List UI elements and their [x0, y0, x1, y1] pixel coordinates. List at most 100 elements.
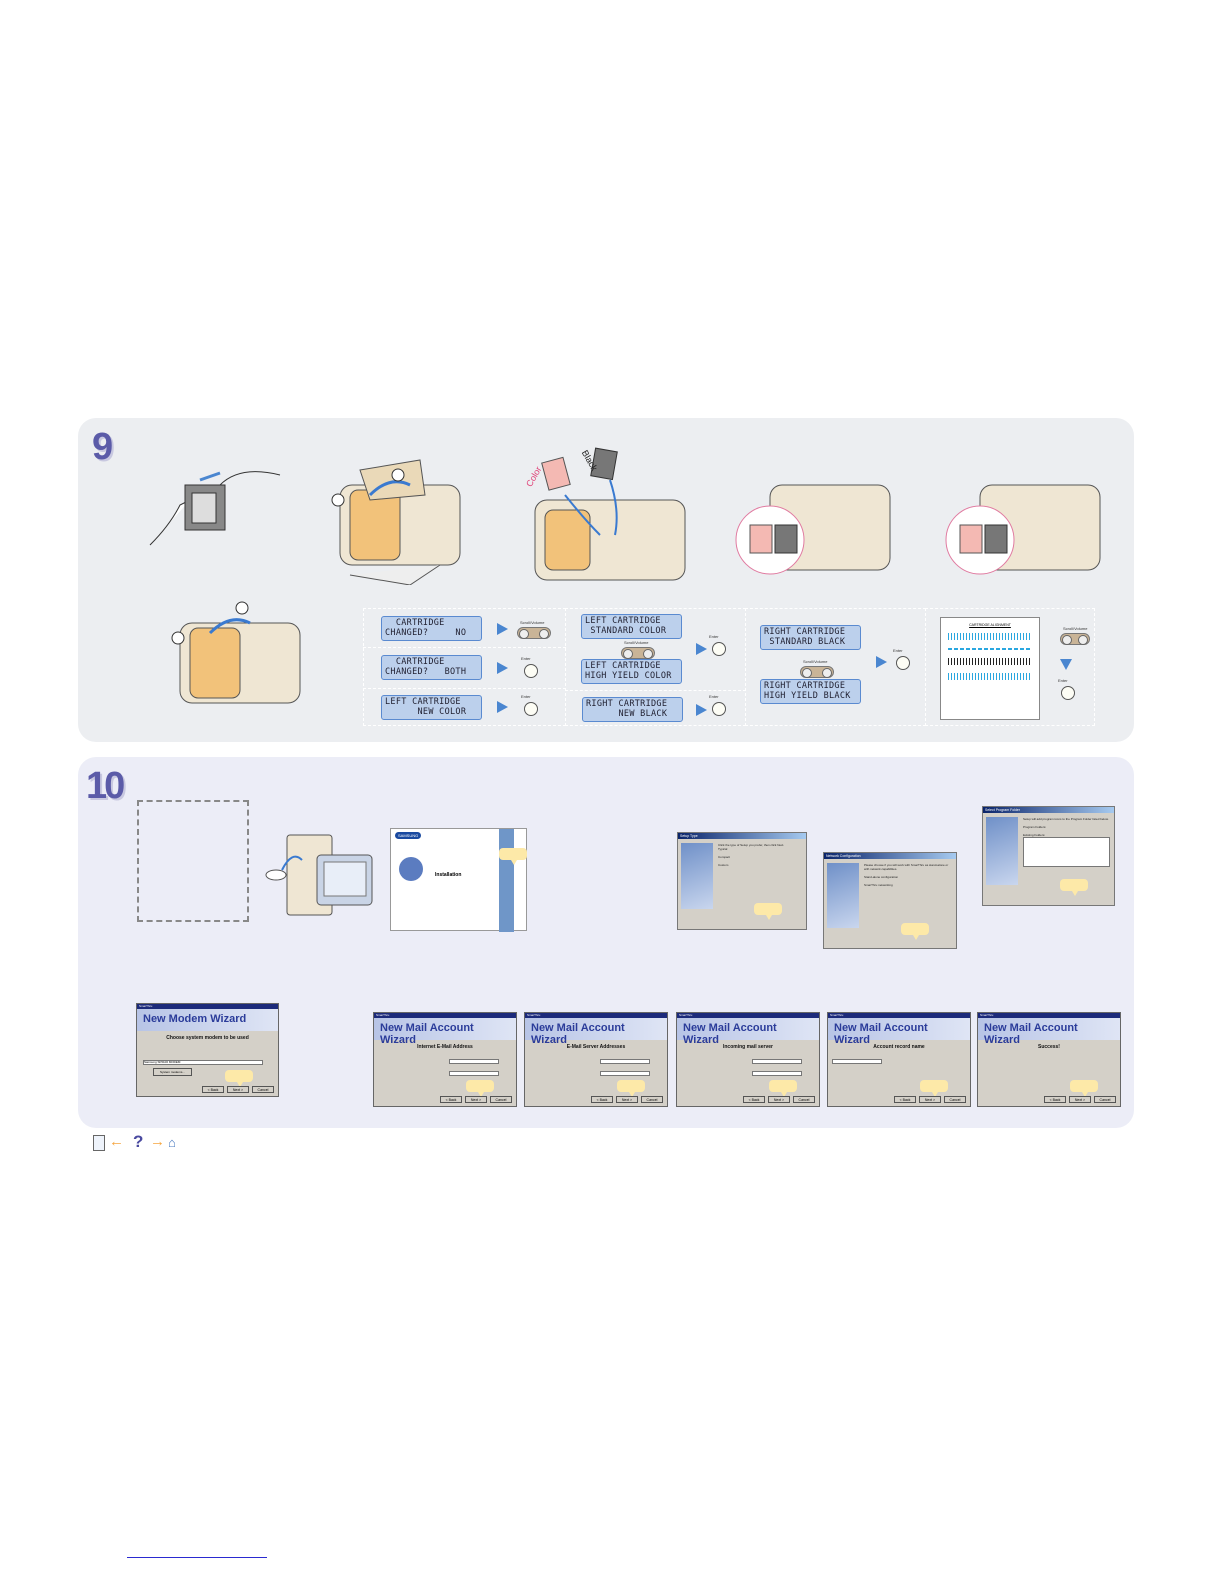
enter-button: Enter — [893, 648, 910, 670]
network-configuration-dialog: Network Configuration Please choose if y… — [823, 852, 957, 949]
new-mail-account-wizard-dialog: SmarThru New Mail Account Wizard Account… — [827, 1012, 971, 1107]
next-button: Next > — [1069, 1096, 1091, 1103]
back-button: < Back — [894, 1096, 916, 1103]
home-icon[interactable]: ⌂ — [168, 1135, 176, 1150]
next-callout — [769, 1080, 797, 1097]
text-field — [832, 1059, 882, 1064]
next-callout — [466, 1080, 494, 1097]
arrow-down-icon — [1060, 659, 1072, 670]
divider — [363, 647, 566, 648]
color-label: Color — [525, 465, 543, 489]
wizard-subtitle: Internet E-Mail Address — [417, 1044, 473, 1050]
wizard-subtitle: Incoming mail server — [722, 1044, 774, 1050]
alignment-sheet-title: CARTRIDGE ALIGNMENT — [969, 623, 1011, 627]
select-program-folder-dialog: Select Program Folder Setup will add pro… — [982, 806, 1115, 906]
enter-button: Enter — [709, 694, 726, 716]
cancel-button: Cancel — [793, 1096, 815, 1103]
window-title: SmarThru — [828, 1013, 970, 1018]
wizard-subtitle: E-Mail Server Addresses — [566, 1044, 626, 1050]
step-number: 10 — [86, 765, 125, 807]
enter-button: Enter — [521, 694, 538, 716]
next-callout — [225, 1070, 253, 1087]
installer-screen: SAMSUNG Installation — [390, 828, 527, 932]
wizard-subtitle: Account record name — [873, 1044, 925, 1050]
text-field — [600, 1059, 650, 1064]
arrow-right-icon — [876, 656, 887, 668]
next-callout — [1060, 879, 1088, 896]
scroll-volume-button: Scroll/Volume — [800, 659, 834, 678]
placeholder-box — [137, 800, 249, 922]
back-button: < Back — [440, 1096, 462, 1103]
printer-left-cartridge-illustration — [735, 484, 891, 575]
window-title: SmarThru — [677, 1013, 819, 1018]
setup-type-dialog: Setup Type Click the type of Setup you p… — [677, 832, 807, 930]
text-field — [600, 1071, 650, 1076]
arrow-right-icon — [497, 623, 508, 635]
arrow-left-icon[interactable]: ← — [109, 1133, 124, 1150]
back-button: < Back — [1044, 1096, 1066, 1103]
divider — [565, 690, 746, 691]
next-button: Next > — [465, 1096, 487, 1103]
next-callout — [1070, 1080, 1098, 1097]
installer-logo-icon — [399, 857, 423, 881]
divider — [363, 688, 566, 689]
printer-close-illustration — [171, 601, 301, 704]
wizard-title: New Mail Account Wizard — [677, 1018, 819, 1046]
arrow-right-icon — [696, 704, 707, 716]
next-callout — [754, 903, 782, 920]
step-box-alignment — [925, 608, 1095, 726]
click-here-callout — [499, 848, 527, 865]
help-icon[interactable]: ? — [133, 1132, 144, 1151]
cancel-button: Cancel — [641, 1096, 663, 1103]
samsung-logo: SAMSUNG — [395, 832, 422, 839]
link-underline — [127, 1557, 267, 1558]
cancel-button: Cancel — [490, 1096, 512, 1103]
printer-insert-cartridges-illustration: Color Black — [525, 447, 686, 581]
wizard-subtitle: Success! — [1038, 1044, 1060, 1050]
enter-button: Enter — [521, 656, 538, 678]
arrow-right-icon — [696, 643, 707, 655]
wizard-title: New Mail Account Wizard — [828, 1018, 970, 1046]
new-mail-account-wizard-dialog: SmarThru New Mail Account Wizard Incomin… — [676, 1012, 820, 1107]
lcd-display: RIGHT CARTRIDGE STANDARD BLACK — [760, 625, 861, 650]
new-mail-account-wizard-dialog: SmarThru New Mail Account Wizard Success… — [977, 1012, 1121, 1107]
step-number: 9 — [92, 426, 113, 468]
new-modem-wizard-dialog: SmarThru New Modem Wizard Choose system … — [136, 1003, 279, 1097]
window-title: SmarThru — [374, 1013, 516, 1018]
next-button: Next > — [616, 1096, 638, 1103]
text-field — [449, 1059, 499, 1064]
next-callout — [920, 1080, 948, 1097]
wizard-title: New Mail Account Wizard — [374, 1018, 516, 1046]
next-callout — [901, 923, 929, 940]
window-title: SmarThru — [978, 1013, 1120, 1018]
cancel-button: Cancel — [1094, 1096, 1116, 1103]
cancel-button: Cancel — [944, 1096, 966, 1103]
arrow-right-icon[interactable]: → — [150, 1133, 165, 1150]
alignment-sheet: CARTRIDGE ALIGNMENT — [940, 617, 1040, 720]
computer-cd-illustration — [265, 834, 373, 916]
arrow-right-icon — [497, 701, 508, 713]
lcd-display: RIGHT CARTRIDGE NEW BLACK — [582, 697, 683, 722]
next-button: Next > — [919, 1096, 941, 1103]
scroll-volume-button: Scroll/Volume — [1060, 626, 1090, 645]
page-icon[interactable] — [93, 1135, 105, 1151]
installer-title: Installation — [435, 872, 462, 878]
printer-right-cartridge-illustration — [945, 484, 1101, 575]
next-callout — [617, 1080, 645, 1097]
new-mail-account-wizard-dialog: SmarThru New Mail Account Wizard E-Mail … — [524, 1012, 668, 1107]
lcd-display: LEFT CARTRIDGE NEW COLOR — [381, 695, 482, 720]
text-field — [752, 1059, 802, 1064]
back-button: < Back — [743, 1096, 765, 1103]
installer-side-bar — [499, 829, 514, 932]
text-field — [449, 1071, 499, 1076]
wizard-title: New Mail Account Wizard — [978, 1018, 1120, 1046]
enter-button: Enter — [709, 634, 726, 656]
text-field — [752, 1071, 802, 1076]
lcd-display: LEFT CARTRIDGE STANDARD COLOR — [581, 614, 682, 639]
enter-button: Enter — [1058, 678, 1075, 700]
new-mail-account-wizard-dialog: SmarThru New Mail Account Wizard Interne… — [373, 1012, 517, 1107]
window-title: SmarThru — [525, 1013, 667, 1018]
